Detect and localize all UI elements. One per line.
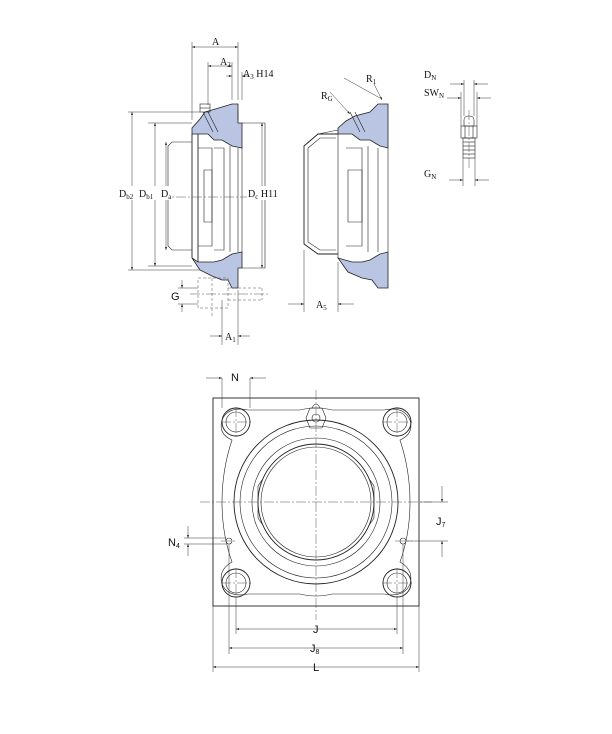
grease-nipple-icon: [199, 103, 219, 133]
label-j7: J7: [436, 516, 446, 529]
label-swn: SWN: [424, 88, 444, 100]
label-a: A: [212, 37, 220, 48]
label-n4: N4: [168, 537, 180, 550]
label-gn: GN: [424, 169, 436, 181]
label-j8: J8: [310, 643, 320, 656]
bolt-hidden: [190, 277, 270, 318]
grease-nipple-detail: DN SWN GN: [424, 70, 491, 186]
label-da: Da: [161, 189, 172, 201]
end-cover: [303, 133, 338, 255]
housing-section-top: [191, 103, 243, 149]
grease-nipple-icon-2: [349, 111, 366, 133]
label-a2: A2: [220, 57, 231, 69]
label-n: N: [231, 372, 239, 384]
label-dc-h11: Dc H11: [248, 189, 278, 201]
label-db1: Db1: [139, 189, 154, 201]
housing-section-bottom-2: [337, 251, 389, 289]
front-view: N N4 J7 J J8 L: [168, 372, 448, 674]
label-dn: DN: [424, 70, 436, 82]
housing-section-bottom: [191, 251, 243, 289]
section-view: A A2 A3 H14: [118, 37, 285, 345]
section-view-with-cover: RG R1 A5: [288, 74, 389, 312]
label-l: L: [313, 662, 319, 674]
housing-section-top-2: [337, 103, 389, 149]
label-rg: RG: [321, 91, 333, 103]
label-j: J: [313, 624, 319, 636]
label-g: G: [171, 291, 180, 303]
label-db2: Db2: [119, 189, 134, 201]
label-a3-h14: A3 H14: [243, 69, 273, 81]
label-a5: A5: [316, 300, 327, 312]
label-a1: A1: [225, 332, 236, 344]
label-r1: R1: [366, 74, 377, 86]
